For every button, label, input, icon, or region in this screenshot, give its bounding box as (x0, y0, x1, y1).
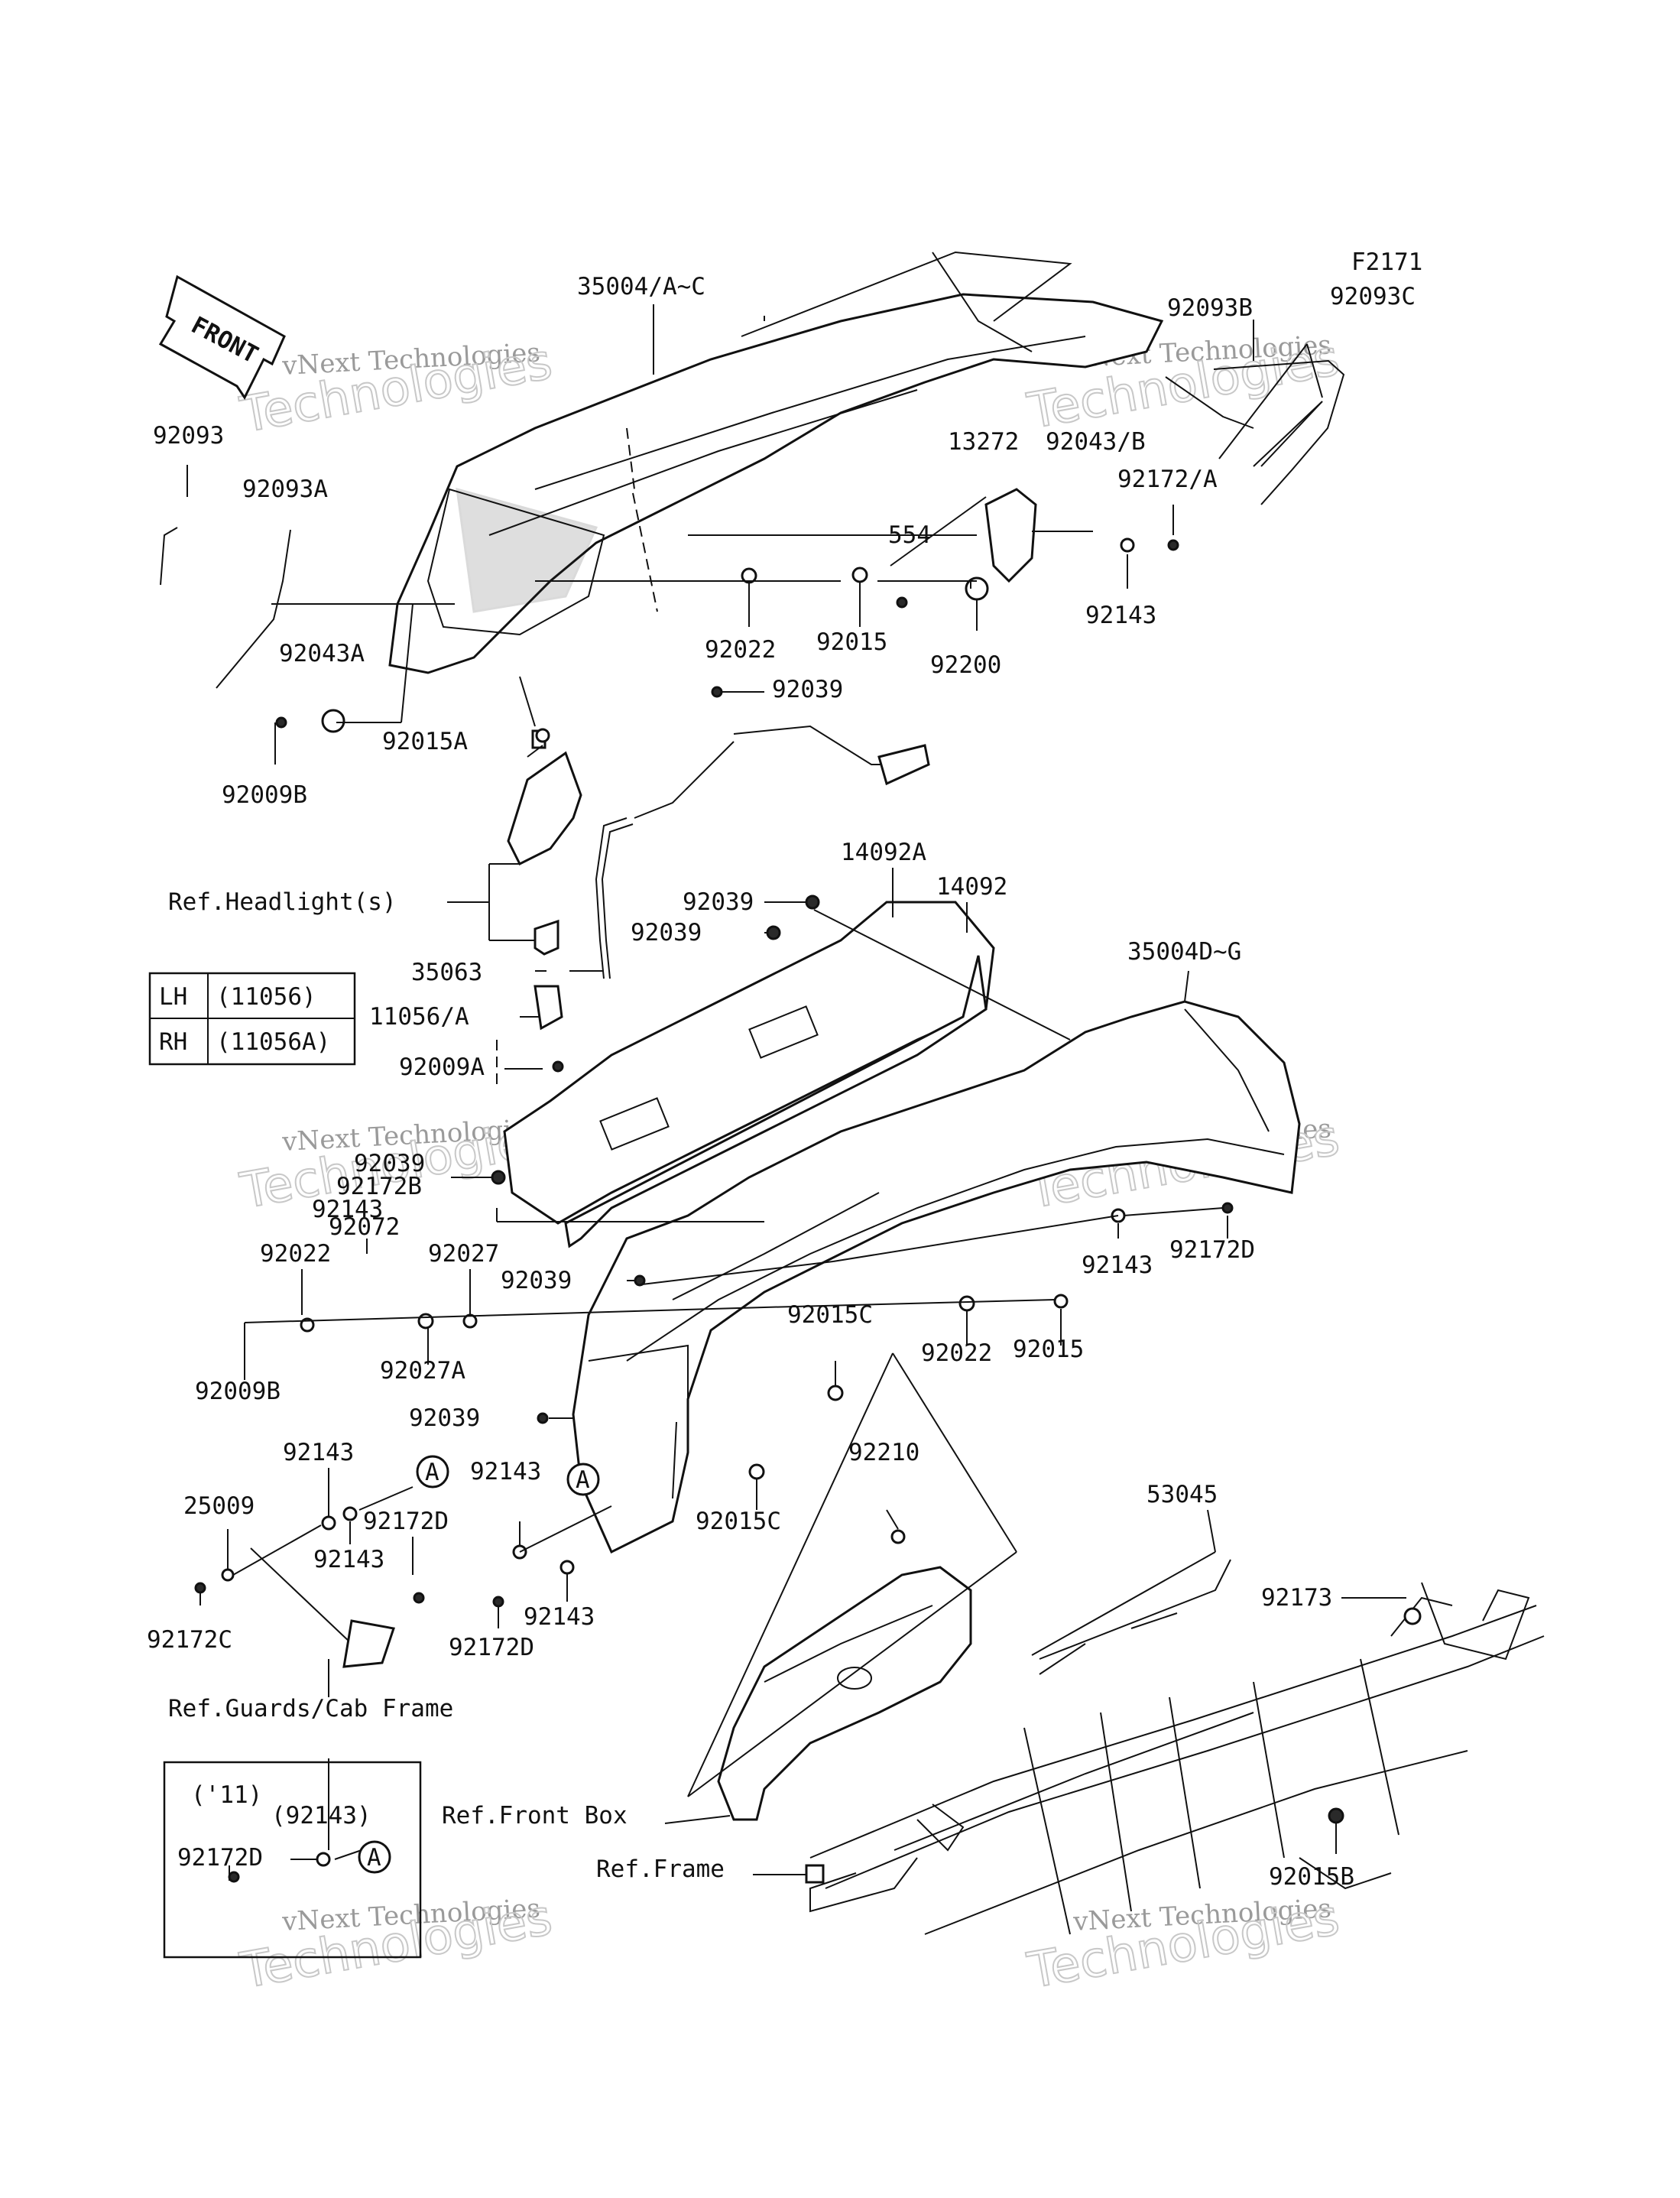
callout-14092a: 14092A (841, 839, 926, 866)
callout-53045: 53045 (1146, 1481, 1218, 1508)
callout-labels: F2171 35004/A~C 92093B 92093C 92093 9209… (147, 248, 1422, 1891)
bracket-13272 (984, 488, 1093, 583)
inset-circle-a (358, 1840, 391, 1874)
table-lh: LH (159, 983, 187, 1011)
trim-seals (160, 359, 1345, 689)
inset-bolt: 92172D (177, 1844, 263, 1872)
circle-markers: A A (416, 1455, 600, 1496)
callout-92015a: 92015A (382, 728, 468, 755)
table-rh: RH (159, 1028, 187, 1056)
callout-92173: 92173 (1261, 1584, 1332, 1612)
callout-92172d-l: 92172D (363, 1508, 449, 1535)
table-rh-part: (11056A) (216, 1028, 330, 1056)
side-table: LH (11056) RH (11056A) (148, 972, 356, 1066)
callout-92039-top: 92039 (772, 676, 843, 703)
callout-92172d-l2: 92172D (449, 1634, 534, 1661)
callout-92039-b: 92039 (631, 919, 702, 946)
callout-92015b: 92015B (1269, 1863, 1354, 1891)
table-lh-part: (11056) (216, 983, 316, 1011)
callout-92027: 92027 (428, 1240, 499, 1268)
callout-92093b: 92093B (1167, 294, 1253, 322)
callout-92015-mid: 92015 (1013, 1336, 1084, 1363)
callout-92143-c: 92143 (312, 1196, 383, 1223)
dashed-guides (496, 427, 658, 1086)
ref-front-box: Ref.Front Box (442, 1802, 628, 1830)
front-fender-upper (388, 251, 1164, 674)
callout-92172d-right: 92172D (1169, 1236, 1255, 1264)
leader-lines (186, 304, 1406, 1881)
callout-92039-c: 92039 (354, 1150, 425, 1177)
callout-92143-top: 92143 (1085, 602, 1156, 629)
callout-92015c-a: 92015C (787, 1301, 873, 1329)
circle-a-1: A (425, 1459, 439, 1486)
callout-92210: 92210 (848, 1439, 919, 1466)
callout-92072: 92072 (329, 1213, 400, 1241)
callout-92043a: 92043A (279, 640, 365, 667)
callout-92015-top: 92015 (816, 628, 887, 656)
callout-25009: 25009 (183, 1492, 255, 1520)
callout-554: 554 (888, 521, 931, 549)
callout-35004-dg: 35004D~G (1127, 938, 1241, 966)
callout-92172b: 92172B (336, 1173, 422, 1200)
figure-code: F2171 (1351, 248, 1422, 276)
callout-92022-mid: 92022 (921, 1339, 992, 1367)
callout-92009b-top: 92009B (222, 781, 307, 809)
callout-92143-l4: 92143 (524, 1603, 595, 1631)
inset-part-ref: (92143) (271, 1802, 371, 1830)
callout-92022-left: 92022 (260, 1240, 331, 1268)
front-arrow-icon: FRONT (158, 274, 286, 400)
brace-tube (595, 725, 930, 979)
callout-92143-l1: 92143 (283, 1439, 354, 1466)
callout-92143-l3: 92143 (313, 1546, 384, 1573)
ref-frame: Ref.Frame (596, 1855, 725, 1883)
callout-13272: 13272 (948, 428, 1019, 456)
callout-92143-right: 92143 (1082, 1252, 1153, 1279)
callout-35063: 35063 (411, 959, 482, 986)
callout-92143-l2: 92143 (470, 1458, 541, 1485)
inset-box: ('11) (92143) 92172D A (163, 1761, 422, 1959)
callout-92172-a: 92172/A (1117, 466, 1218, 493)
callout-92172c: 92172C (147, 1626, 232, 1654)
ref-guards: Ref.Guards/Cab Frame (168, 1695, 453, 1722)
callout-92039-e: 92039 (409, 1404, 480, 1432)
inner-panel (503, 901, 995, 1248)
callout-92027a: 92027A (380, 1357, 465, 1385)
ref-headlight: Ref.Headlight(s) (168, 888, 397, 916)
callout-92093: 92093 (153, 422, 224, 450)
callout-92093c: 92093C (1330, 283, 1416, 310)
headlight-bracket (507, 729, 582, 1031)
front-box-panel (717, 1566, 972, 1821)
callout-92009b-low: 92009B (195, 1378, 281, 1405)
callout-92039-d: 92039 (501, 1267, 572, 1294)
front-fender-lower (572, 1000, 1301, 1554)
callout-92022-top: 92022 (705, 636, 776, 664)
callout-92009a: 92009A (399, 1054, 485, 1081)
callout-14092: 14092 (936, 873, 1007, 901)
callout-92015c-b: 92015C (696, 1508, 781, 1535)
frame-structure (805, 1559, 1545, 1935)
callout-92093a: 92093A (242, 476, 328, 503)
inset-circle-label: A (367, 1844, 381, 1872)
inset-year: ('11) (191, 1781, 262, 1809)
callout-92043-b: 92043/B (1046, 428, 1146, 456)
circle-a-2: A (576, 1466, 590, 1494)
callout-92039-a: 92039 (683, 888, 754, 916)
guard-stay (250, 1547, 395, 1668)
callout-92200: 92200 (930, 651, 1001, 679)
callout-11056-a: 11056/A (369, 1003, 469, 1031)
callout-35004-ac: 35004/A~C (577, 273, 705, 300)
